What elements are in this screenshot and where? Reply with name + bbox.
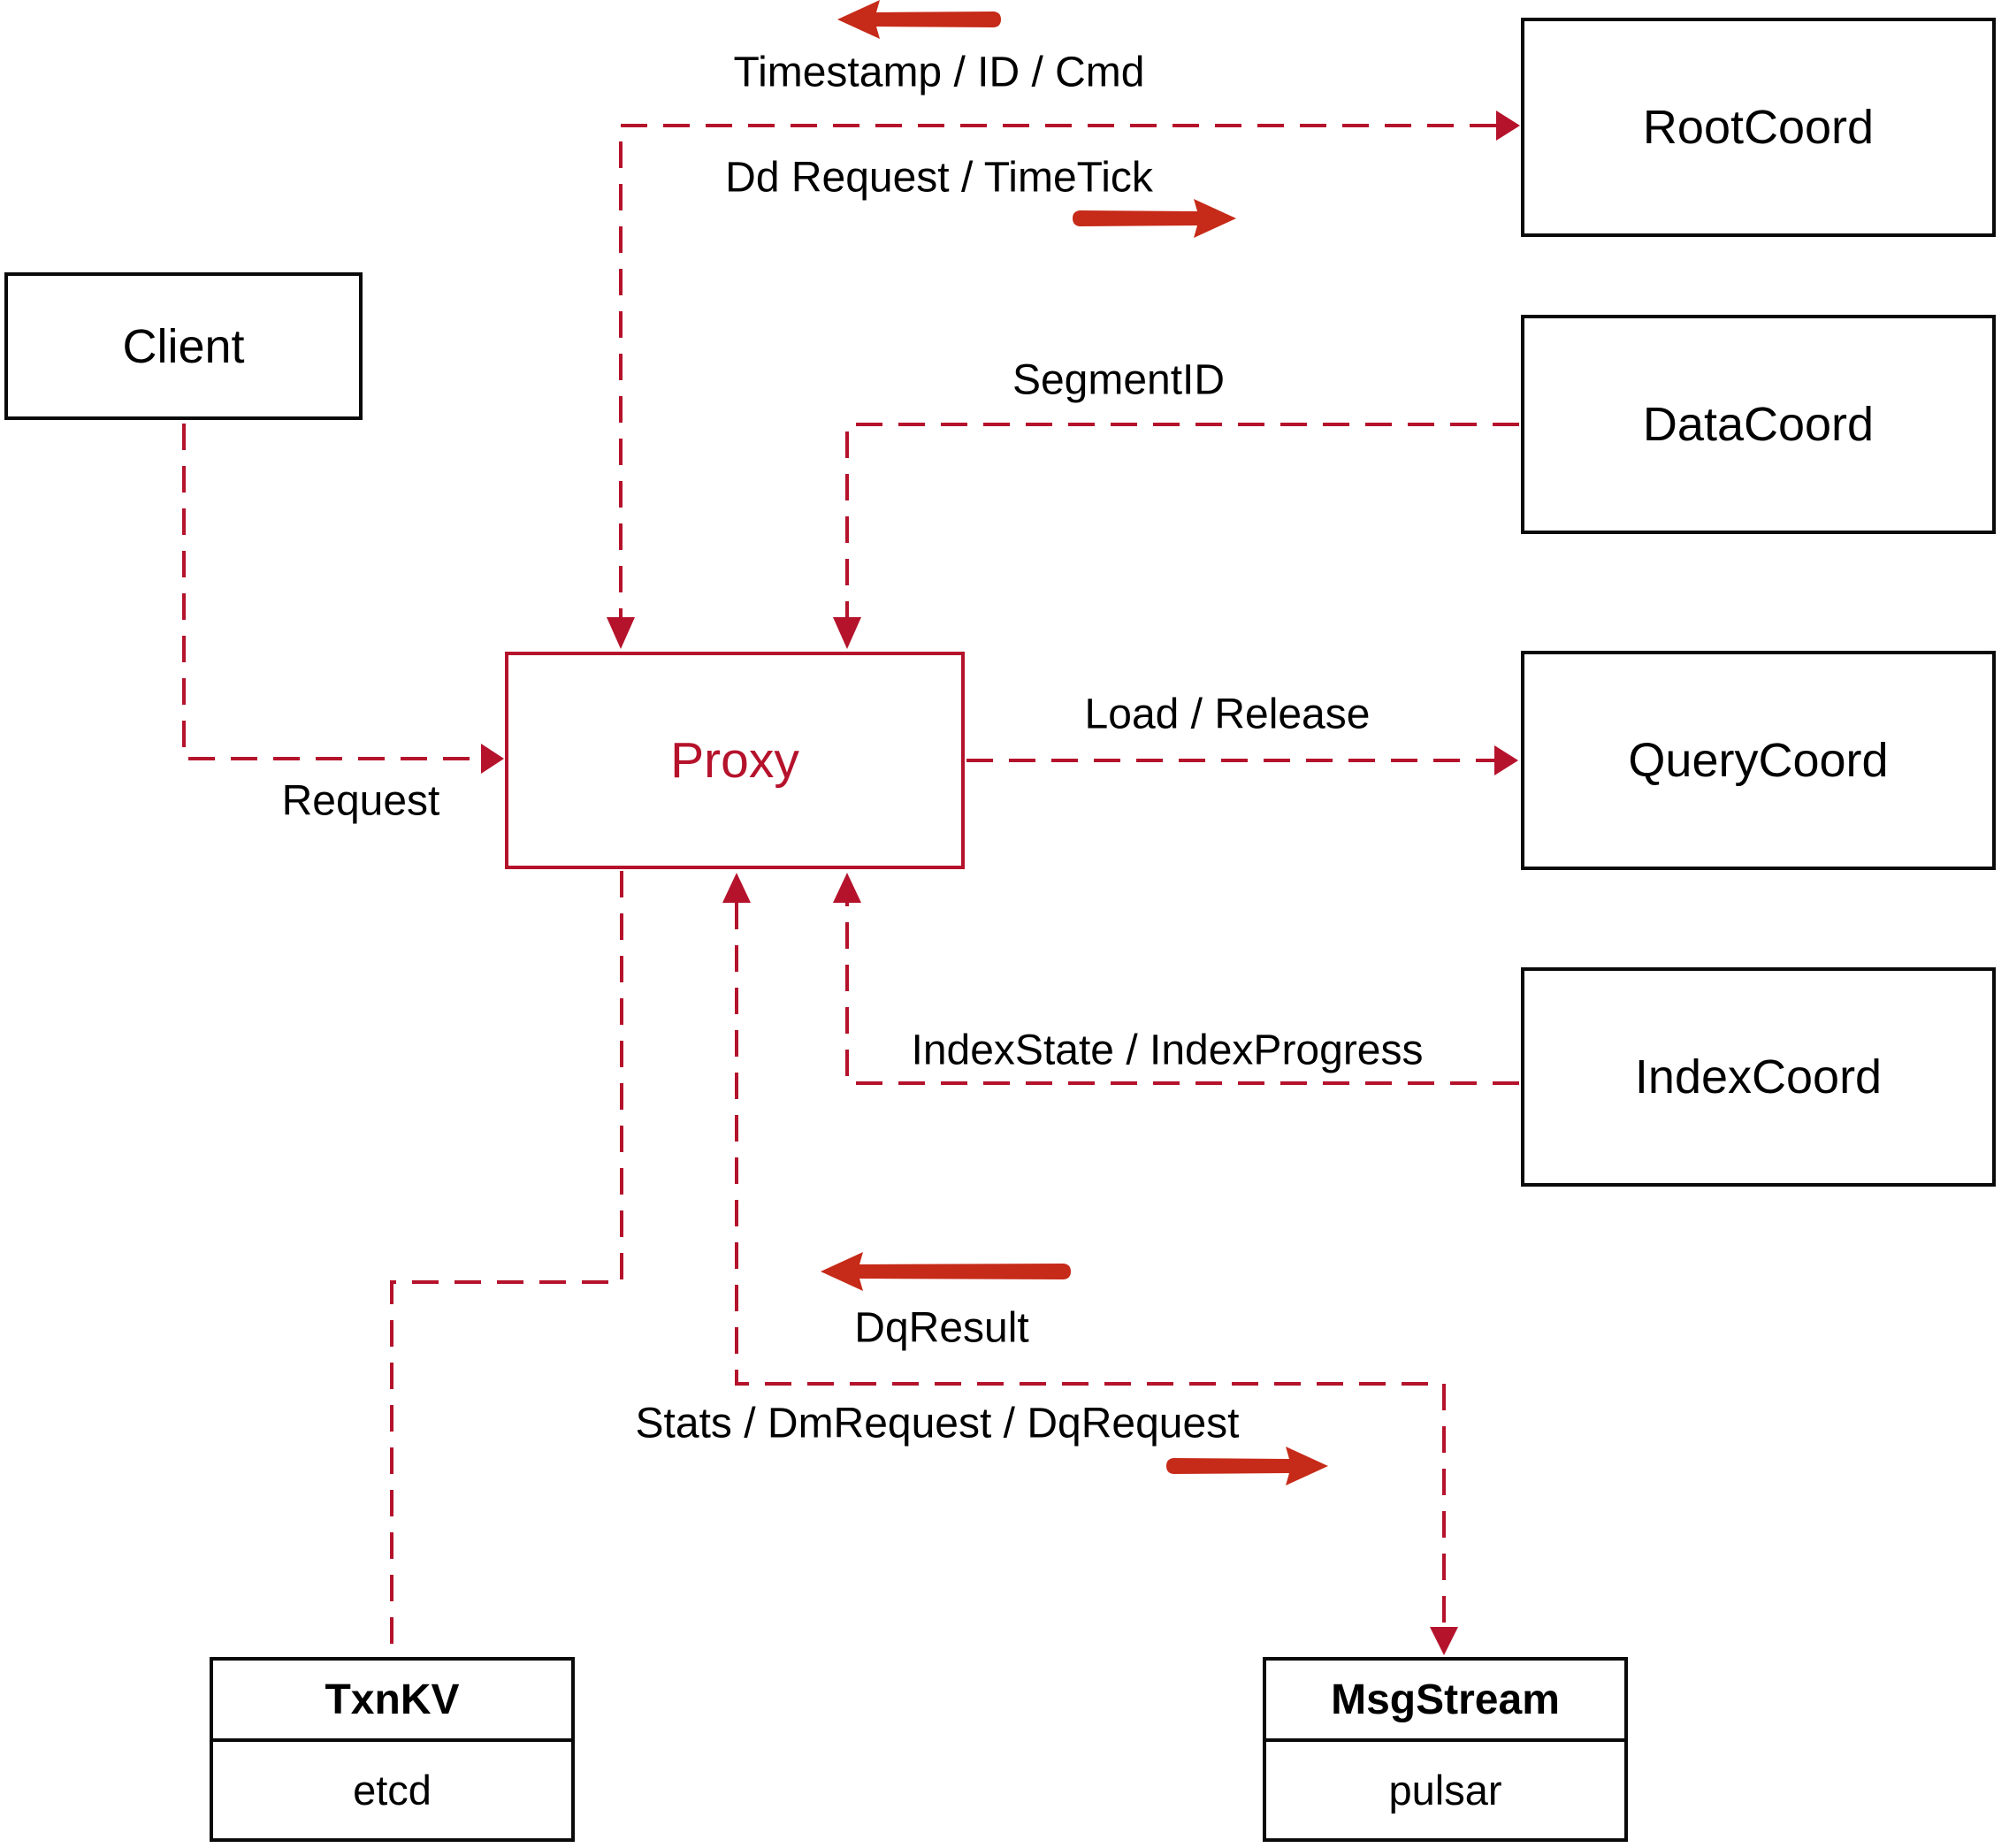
edge-datacoord-to-proxy: [845, 423, 1519, 617]
node-indexcoord: IndexCoord: [1521, 967, 1996, 1187]
node-msgstream-title: MsgStream: [1266, 1661, 1624, 1742]
node-msgstream-subtitle: pulsar: [1388, 1767, 1502, 1814]
arrowhead-into-proxy-bottom-right-icon: [833, 873, 861, 903]
node-rootcoord: RootCoord: [1521, 18, 1996, 237]
edge-label-request: Request: [281, 777, 440, 825]
arrowhead-into-proxy-left-icon: [481, 744, 504, 774]
edge-label-indexstate-indexprogress: IndexState / IndexProgress: [911, 1027, 1424, 1074]
arrowhead-into-rootcoord-icon: [1496, 111, 1520, 141]
node-datacoord: DataCoord: [1521, 315, 1996, 534]
node-indexcoord-label: IndexCoord: [1634, 1050, 1883, 1103]
node-querycoord-label: QueryCoord: [1628, 734, 1889, 787]
node-datacoord-label: DataCoord: [1642, 398, 1875, 451]
direction-arrow-left-bottom-icon: [821, 1252, 1071, 1291]
node-client: Client: [4, 272, 363, 420]
node-txnkv: TxnKV etcd: [210, 1657, 575, 1842]
direction-arrow-right-top-icon: [1073, 199, 1236, 238]
node-proxy-label: Proxy: [670, 732, 799, 789]
node-querycoord: QueryCoord: [1521, 651, 1996, 870]
edge-label-segmentid: SegmentID: [1012, 356, 1226, 404]
arrowhead-into-proxy-bottom-left-icon: [722, 873, 751, 903]
direction-arrow-right-bottom-icon: [1166, 1447, 1328, 1485]
edge-label-dqresult: DqResult: [854, 1304, 1029, 1352]
edge-label-load-release: Load / Release: [1084, 691, 1371, 738]
node-msgstream: MsgStream pulsar: [1263, 1657, 1628, 1842]
node-txnkv-title: TxnKV: [213, 1661, 571, 1742]
node-txnkv-subtitle: etcd: [353, 1767, 432, 1814]
node-rootcoord-label: RootCoord: [1642, 101, 1875, 154]
arrowhead-into-proxy-top-left-icon: [607, 617, 635, 649]
arrowhead-into-querycoord-icon: [1494, 745, 1518, 775]
edge-label-timestamp-id-cmd: Timestamp / ID / Cmd: [733, 49, 1145, 96]
edge-label-stats-dmrequest-dqrequest: Stats / DmRequest / DqRequest: [635, 1400, 1240, 1447]
edge-indexcoord-to-proxy: [845, 903, 1519, 1085]
direction-arrow-left-top-icon: [837, 0, 1001, 39]
edge-label-dd-request-timetick: Dd Request / TimeTick: [725, 154, 1153, 202]
arrowhead-into-proxy-top-right-icon: [833, 617, 861, 649]
edge-proxy-rootcoord: [619, 124, 1496, 617]
edge-client-to-proxy: [182, 424, 481, 760]
node-client-label: Client: [122, 319, 245, 373]
edge-proxy-txnkv: [390, 871, 623, 1655]
node-proxy: Proxy: [505, 652, 965, 869]
arrowhead-into-msgstream-icon: [1430, 1627, 1458, 1655]
